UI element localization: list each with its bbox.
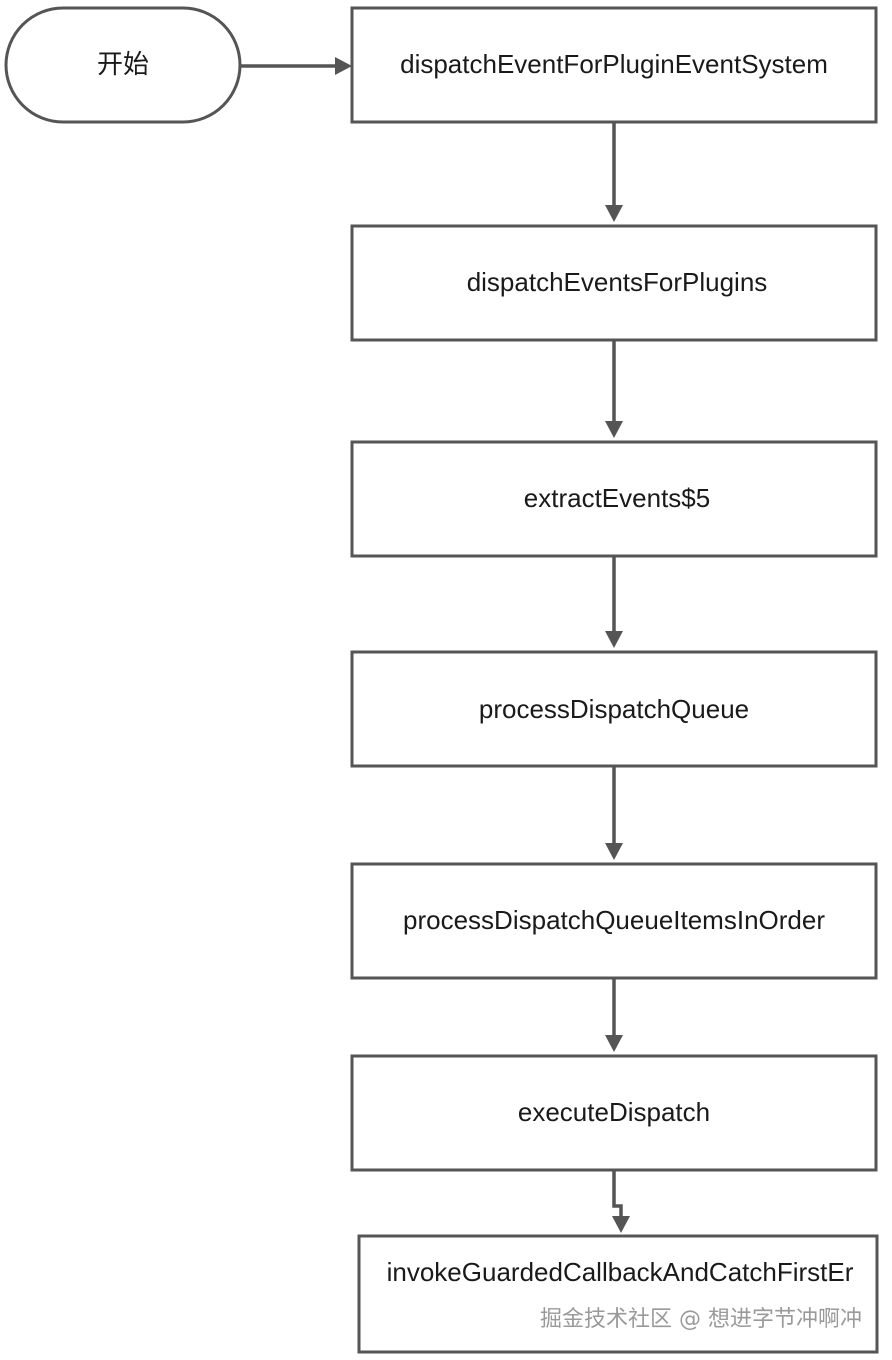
step-box [357, 1234, 879, 1354]
step-box [350, 1054, 878, 1172]
step-box [350, 862, 878, 980]
arrowhead-step-7 [612, 1216, 630, 1233]
step-label: dispatchEventForPluginEventSystem [400, 49, 828, 79]
step-box [350, 440, 878, 558]
step-label: processDispatchQueue [479, 694, 749, 724]
step-box [350, 6, 878, 124]
arrowhead-step-4 [605, 631, 623, 648]
arrowhead-start [335, 57, 352, 75]
arrowhead-step-5 [605, 843, 623, 860]
step-label: dispatchEventsForPlugins [467, 267, 768, 297]
step-box [350, 650, 878, 768]
start-node-label: 开始 [97, 49, 149, 79]
step-label: executeDispatch [518, 1097, 710, 1127]
step-label: processDispatchQueueItemsInOrder [403, 905, 825, 935]
arrowhead-step-2 [605, 205, 623, 222]
step-process-dispatch-queue-items-in-order: processDispatchQueueItemsInOrder [350, 862, 878, 980]
arrowhead-step-6 [605, 1035, 623, 1052]
step-dispatch-events-for-plugins: dispatchEventsForPlugins [350, 224, 878, 342]
step-dispatch-event-for-plugin-event-system: dispatchEventForPluginEventSystem [350, 6, 878, 124]
step-process-dispatch-queue: processDispatchQueue [350, 650, 878, 768]
watermark-text: 掘金技术社区 @ 想进字节冲啊冲 [540, 1307, 862, 1332]
step-label: invokeGuardedCallbackAndCatchFirstEr [387, 1257, 854, 1287]
edge-step-6-to-step-7 [612, 1170, 623, 1218]
arrowhead-step-3 [605, 421, 623, 438]
step-execute-dispatch: executeDispatch [350, 1054, 878, 1172]
step-extract-events-5: extractEvents$5 [350, 440, 878, 558]
step-label: extractEvents$5 [524, 483, 710, 513]
start-node: 开始 [4, 6, 242, 124]
step-invoke-guarded-callback-and-catch-first-error: invokeGuardedCallbackAndCatchFirstEr [357, 1234, 879, 1354]
